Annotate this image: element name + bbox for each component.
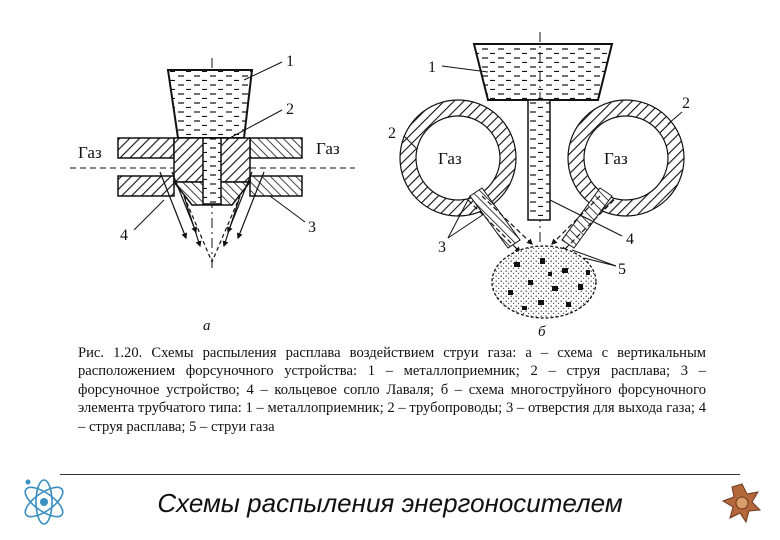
- melt-stream: [528, 100, 550, 220]
- caption-label: Рис. 1.20.: [78, 345, 142, 361]
- diagram-a: 1 2 3 4 Газ Газ а: [70, 53, 355, 334]
- gas-label-b-left: Газ: [438, 149, 462, 168]
- title-divider: [60, 474, 740, 475]
- gas-label-b-right: Газ: [604, 149, 628, 168]
- sublabel-b: б: [538, 324, 546, 340]
- gear-emblem-icon: [718, 480, 766, 524]
- gas-label-a-right: Газ: [316, 139, 340, 158]
- callout-b-3: 3: [438, 239, 446, 256]
- callout-b-5: 5: [618, 261, 626, 278]
- caption-text: Схемы распыления расплава воздействием с…: [78, 345, 706, 435]
- metal-receiver: [168, 70, 252, 138]
- callout-b-2-right: 2: [682, 95, 690, 112]
- callout-b-2-left: 2: [388, 125, 396, 142]
- callout-b-1: 1: [428, 59, 436, 76]
- diagram-b: 1 2 2 3 4 5 Газ Газ б: [388, 32, 690, 340]
- callout-b-4: 4: [626, 231, 634, 248]
- figure-diagram: 1 2 3 4 Газ Газ а: [0, 0, 780, 340]
- sublabel-a: а: [203, 318, 211, 334]
- callout-a-2: 2: [286, 101, 294, 118]
- figure-caption: Рис. 1.20. Схемы распыления расплава воз…: [78, 344, 706, 436]
- metal-receiver-b: [474, 44, 612, 100]
- nozzle-device: [118, 138, 302, 205]
- spray-cloud: [492, 246, 596, 318]
- callout-a-4: 4: [120, 227, 128, 244]
- slide-title: Схемы распыления энергоносителем: [0, 488, 780, 519]
- gas-label-a-left: Газ: [78, 143, 102, 162]
- callout-a-1: 1: [286, 53, 294, 70]
- callout-a-3: 3: [308, 219, 316, 236]
